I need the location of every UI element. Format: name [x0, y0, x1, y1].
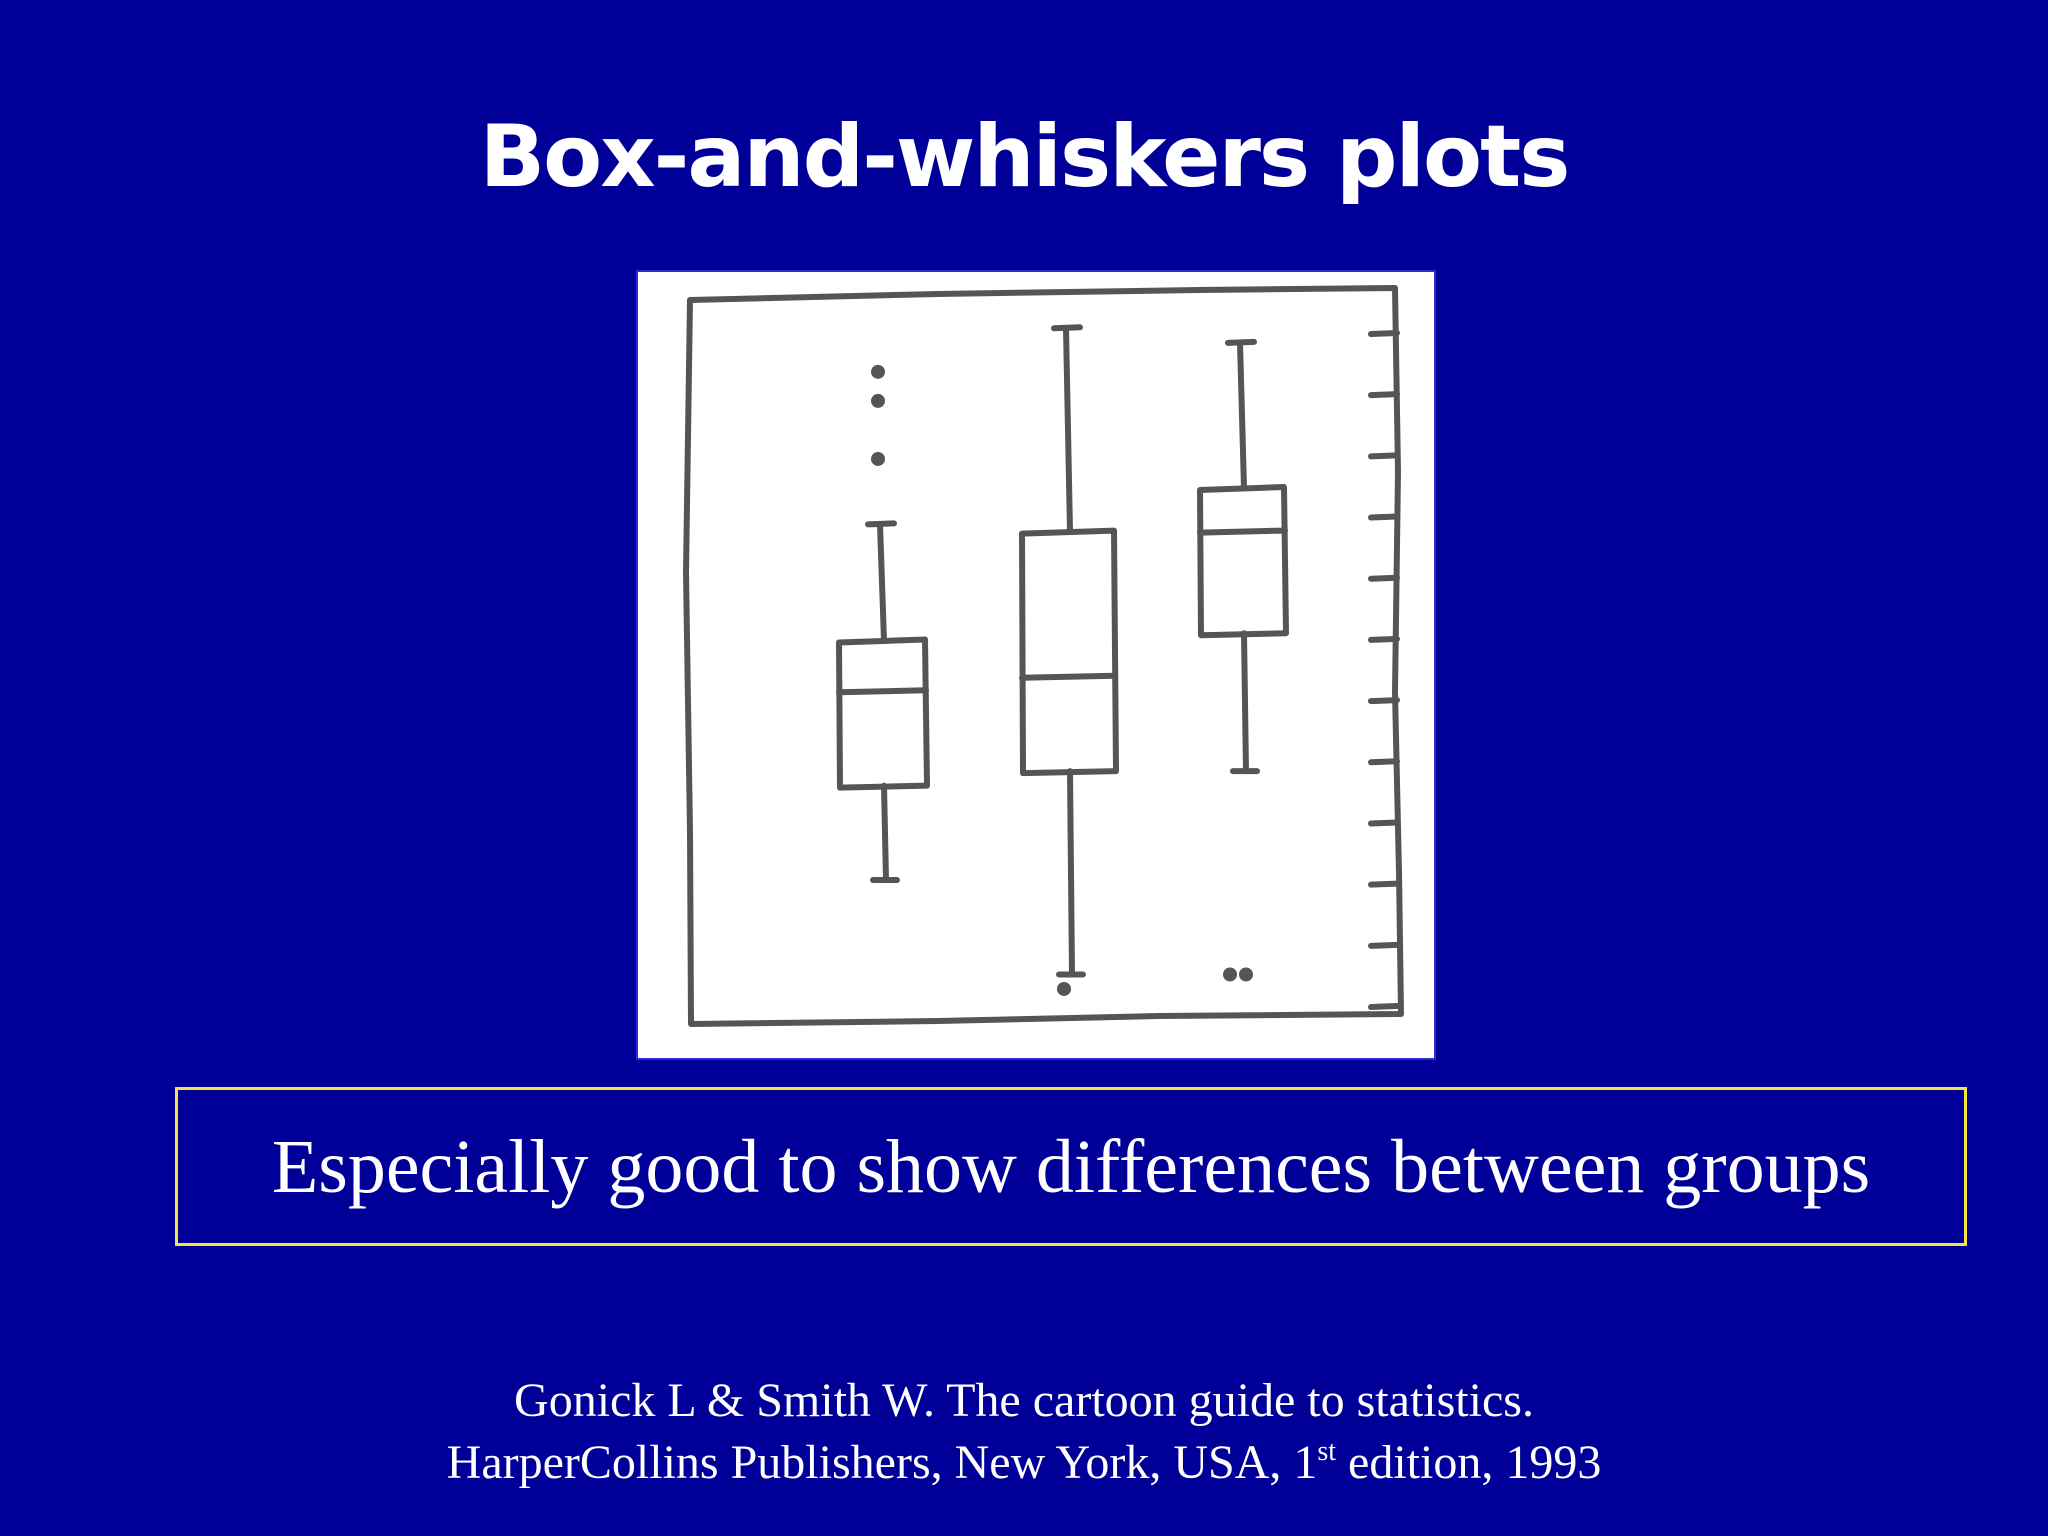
- lower-whisker-3: [1241, 630, 1249, 775]
- axis-tick: [1368, 758, 1400, 766]
- citation-line-1: Gonick L & Smith W. The cartoon guide to…: [514, 1374, 1534, 1427]
- axis-tick: [1368, 941, 1400, 949]
- outlier-point: [1239, 967, 1253, 982]
- median-line-1: [836, 687, 929, 696]
- citation-line-2-prefix: HarperCollins Publishers, New York, USA,…: [446, 1436, 1318, 1489]
- upper-whisker-3: [1237, 339, 1247, 492]
- lower-whisker-2: [1067, 768, 1075, 978]
- slide-title: Box-and-whiskers plots: [479, 107, 1571, 207]
- outlier-point: [871, 451, 885, 466]
- axis-tick: [1368, 635, 1400, 643]
- upper-whisker-1: [877, 521, 887, 644]
- upper-whisker-2: [1063, 325, 1073, 535]
- box-2: [1019, 527, 1119, 777]
- box-1: [836, 636, 930, 791]
- axis-tick: [1368, 880, 1400, 888]
- boxplot-svg: [683, 285, 1404, 1027]
- axis-tick: [1368, 1003, 1400, 1010]
- upper-whisker-cap-3: [1225, 338, 1257, 346]
- axis-tick: [1368, 452, 1400, 460]
- axis-tick: [1368, 391, 1400, 399]
- callout-text: Especially good to show differences betw…: [271, 1124, 1871, 1209]
- axis-tick: [1368, 513, 1400, 521]
- axis-tick: [1368, 697, 1400, 705]
- median-line-3: [1197, 527, 1288, 536]
- outlier-point: [871, 393, 885, 408]
- outlier-point: [1223, 967, 1237, 982]
- axis-tick: [1368, 819, 1400, 827]
- box-3: [1197, 484, 1289, 639]
- citation-line-2: HarperCollins Publishers, New York, USA,…: [0, 1432, 2048, 1494]
- upper-whisker-cap-2: [1051, 324, 1083, 332]
- outlier-point: [871, 364, 885, 379]
- outlier-point: [1057, 981, 1071, 996]
- boxplot-figure: [638, 272, 1434, 1058]
- median-line-2: [1019, 672, 1118, 681]
- upper-whisker-cap-1: [865, 520, 897, 528]
- callout-box: Especially good to show differences betw…: [175, 1087, 1967, 1246]
- plot-frame: [683, 285, 1404, 1027]
- axis-tick: [1368, 330, 1400, 337]
- lower-whisker-1: [881, 782, 889, 884]
- citation: Gonick L & Smith W. The cartoon guide to…: [0, 1370, 2048, 1494]
- citation-superscript: st: [1317, 1436, 1337, 1467]
- axis-tick: [1368, 574, 1400, 582]
- citation-line-2-suffix: edition, 1993: [1336, 1436, 1602, 1489]
